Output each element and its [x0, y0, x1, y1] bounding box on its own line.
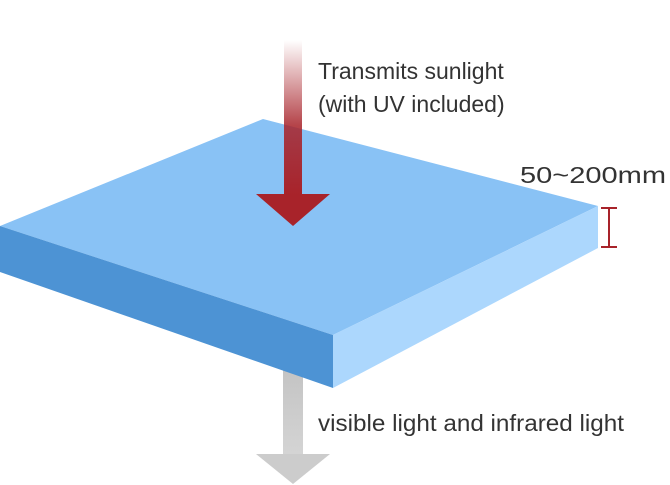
thickness-label: 50~200mm	[520, 162, 666, 188]
slab-right-face	[333, 206, 598, 388]
incoming-label-line2: (with UV included)	[318, 91, 505, 117]
incoming-label-line1: Transmits sunlight	[318, 58, 504, 84]
outgoing-light-arrow	[256, 370, 330, 484]
glass-slab	[0, 119, 598, 388]
slab-left-face	[0, 226, 333, 388]
outgoing-label: visible light and infrared light	[318, 410, 625, 436]
thickness-dimension-marker	[601, 207, 617, 248]
slab-top-face	[0, 119, 598, 335]
incoming-sunlight-arrow	[256, 40, 330, 226]
